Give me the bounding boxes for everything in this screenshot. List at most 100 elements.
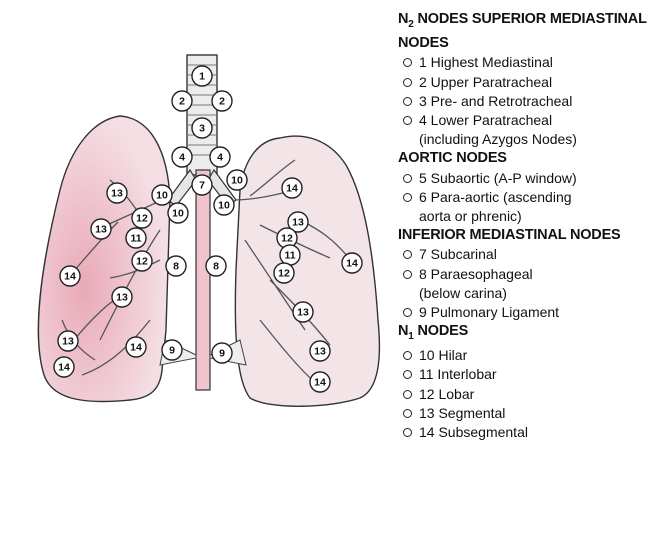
lymph-node-label: 14 bbox=[286, 183, 298, 195]
lymph-node-11: 11 bbox=[280, 245, 300, 265]
lymph-node-14: 14 bbox=[60, 266, 80, 286]
lymph-node-label: 12 bbox=[136, 256, 148, 268]
bullet-circle-icon bbox=[403, 370, 412, 379]
bullet-circle-icon bbox=[403, 428, 412, 437]
lymph-node-label: 9 bbox=[169, 345, 175, 357]
lymph-node-label: 10 bbox=[172, 208, 184, 220]
legend-item-text: 1 Highest Mediastinal bbox=[419, 53, 553, 72]
lymph-node-label: 11 bbox=[284, 250, 295, 262]
legend-item: 7 Subcarinal bbox=[403, 245, 660, 264]
bullet-circle-icon bbox=[403, 174, 412, 183]
lymph-node-label: 13 bbox=[62, 336, 74, 348]
legend-item-text: 13 Segmental bbox=[419, 404, 505, 423]
legend-section-title: N1 NODES bbox=[398, 322, 660, 346]
legend-item-text: 9 Pulmonary Ligament bbox=[419, 303, 559, 322]
lymph-node-14: 14 bbox=[282, 178, 302, 198]
lymph-node-14: 14 bbox=[310, 372, 330, 392]
lymph-node-7: 7 bbox=[192, 175, 212, 195]
lymph-node-2: 2 bbox=[172, 91, 192, 111]
lymph-node-label: 13 bbox=[297, 307, 309, 319]
bullet-circle-icon bbox=[403, 308, 412, 317]
legend-item: 2 Upper Paratracheal bbox=[403, 73, 660, 92]
lymph-node-label: 3 bbox=[199, 123, 205, 135]
lymph-node-label: 4 bbox=[179, 152, 185, 164]
legend-section-title: AORTIC NODES bbox=[398, 149, 660, 168]
legend-item: 12 Lobar bbox=[403, 385, 660, 404]
bullet-circle-icon bbox=[403, 250, 412, 259]
lymph-node-label: 10 bbox=[156, 190, 168, 202]
lymph-node-label: 12 bbox=[278, 268, 290, 280]
lymph-node-10: 10 bbox=[152, 185, 172, 205]
lymph-node-13: 13 bbox=[107, 183, 127, 203]
lymph-node-label: 10 bbox=[218, 200, 230, 212]
lymph-node-label: 8 bbox=[173, 261, 179, 273]
legend-item-text: 5 Subaortic (A-P window) bbox=[419, 169, 577, 188]
lymph-node-13: 13 bbox=[310, 341, 330, 361]
lymph-node-9: 9 bbox=[212, 343, 232, 363]
lymph-node-label: 14 bbox=[130, 342, 142, 354]
lymph-node-label: 2 bbox=[179, 96, 185, 108]
bullet-circle-icon bbox=[403, 97, 412, 106]
lymph-node-14: 14 bbox=[342, 253, 362, 273]
lymph-node-label: 8 bbox=[213, 261, 219, 273]
legend-item-text: 8 Paraesophageal (below carina) bbox=[419, 265, 533, 303]
lymph-node-10: 10 bbox=[227, 170, 247, 190]
legend-item: 9 Pulmonary Ligament bbox=[403, 303, 660, 322]
bullet-circle-icon bbox=[403, 116, 412, 125]
lymph-node-label: 12 bbox=[281, 233, 293, 245]
lymph-node-13: 13 bbox=[58, 331, 78, 351]
bullet-circle-icon bbox=[403, 390, 412, 399]
lymph-node-14: 14 bbox=[54, 357, 74, 377]
bullet-circle-icon bbox=[403, 270, 412, 279]
bullet-circle-icon bbox=[403, 78, 412, 87]
lymph-node-label: 13 bbox=[292, 217, 304, 229]
lymph-node-10: 10 bbox=[214, 195, 234, 215]
lymph-node-13: 13 bbox=[293, 302, 313, 322]
lymph-node-label: 2 bbox=[219, 96, 225, 108]
legend-item-text: 2 Upper Paratracheal bbox=[419, 73, 552, 92]
bullet-circle-icon bbox=[403, 193, 412, 202]
lymph-node-12: 12 bbox=[132, 208, 152, 228]
lymph-node-label: 7 bbox=[199, 180, 205, 192]
lymph-node-4: 4 bbox=[210, 147, 230, 167]
legend-item-text: 7 Subcarinal bbox=[419, 245, 497, 264]
legend-section-title: INFERIOR MEDIASTINAL NODES bbox=[398, 226, 660, 245]
legend-item: 4 Lower Paratracheal (including Azygos N… bbox=[403, 111, 660, 149]
lymph-node-label: 13 bbox=[111, 188, 123, 200]
lymph-node-13: 13 bbox=[112, 287, 132, 307]
legend-item-text: 11 Interlobar bbox=[419, 365, 497, 384]
lymph-node-4: 4 bbox=[172, 147, 192, 167]
lymph-node-label: 14 bbox=[64, 271, 76, 283]
lymph-node-10: 10 bbox=[168, 203, 188, 223]
legend-item: 6 Para-aortic (ascending aorta or phreni… bbox=[403, 188, 660, 226]
lymph-node-label: 14 bbox=[314, 377, 326, 389]
legend-item-text: 14 Subsegmental bbox=[419, 423, 528, 442]
legend-item: 8 Paraesophageal (below carina) bbox=[403, 265, 660, 303]
lymph-node-9: 9 bbox=[162, 340, 182, 360]
lymph-node-12: 12 bbox=[274, 263, 294, 283]
bullet-circle-icon bbox=[403, 351, 412, 360]
legend-item: 14 Subsegmental bbox=[403, 423, 660, 442]
lymph-node-label: 10 bbox=[231, 175, 243, 187]
legend-item: 1 Highest Mediastinal bbox=[403, 53, 660, 72]
lymph-node-label: 14 bbox=[58, 362, 70, 374]
lymph-node-12: 12 bbox=[132, 251, 152, 271]
lymph-node-label: 11 bbox=[130, 233, 141, 245]
legend-item-text: 4 Lower Paratracheal (including Azygos N… bbox=[419, 111, 577, 149]
lymph-node-label: 9 bbox=[219, 348, 225, 360]
lymph-node-8: 8 bbox=[166, 256, 186, 276]
bullet-circle-icon bbox=[403, 58, 412, 67]
legend-section-title: N2 NODES SUPERIOR MEDIASTINAL NODES bbox=[398, 10, 660, 53]
legend-item-text: 6 Para-aortic (ascending aorta or phreni… bbox=[419, 188, 572, 226]
lymph-node-13: 13 bbox=[91, 219, 111, 239]
legend-item-text: 3 Pre- and Retrotracheal bbox=[419, 92, 572, 111]
lymph-node-1: 1 bbox=[192, 66, 212, 86]
lymph-node-label: 1 bbox=[199, 71, 205, 83]
lymph-node-label: 13 bbox=[95, 224, 107, 236]
lymph-node-label: 14 bbox=[346, 258, 358, 270]
lymph-node-14: 14 bbox=[126, 337, 146, 357]
bullet-circle-icon bbox=[403, 409, 412, 418]
legend-item: 11 Interlobar bbox=[403, 365, 660, 384]
